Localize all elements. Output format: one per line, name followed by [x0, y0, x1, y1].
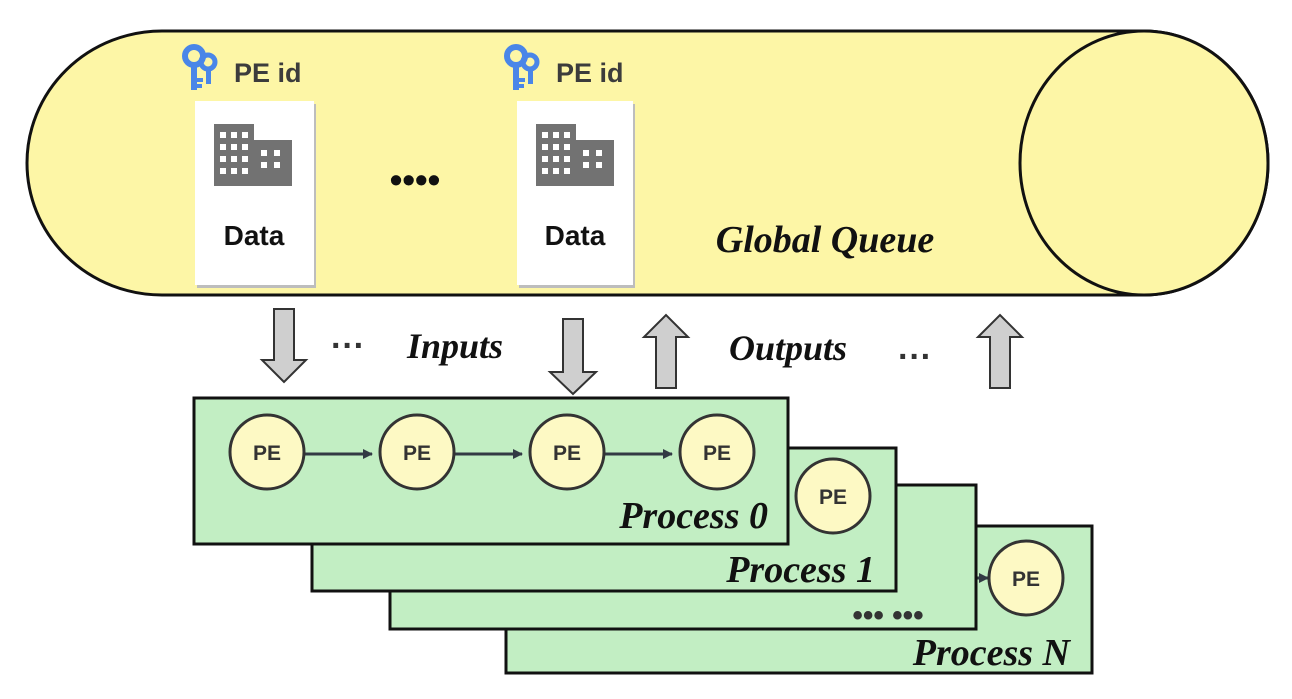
building-icon: [536, 124, 614, 186]
pe-label: PE: [553, 442, 581, 465]
pe-node: PE: [678, 413, 756, 491]
pe-label: PE: [703, 442, 731, 465]
output-arrow: [641, 313, 691, 389]
pe-label: PE: [1012, 568, 1040, 591]
inputs-ellipsis: ···: [331, 327, 365, 365]
pe-id-label: PE id: [556, 58, 624, 88]
global-queue: PE id Data ••••: [25, 29, 1270, 297]
pe-node: PE: [794, 457, 872, 535]
data-label: Data: [224, 220, 285, 251]
pe-label: PE: [403, 442, 431, 465]
queue-ellipsis: ••••: [390, 159, 440, 200]
pe-node: PE: [378, 413, 456, 491]
input-arrow: [547, 318, 599, 396]
pe-node: PE: [987, 539, 1065, 617]
pe-label: PE: [819, 486, 847, 509]
pe-label: PE: [253, 442, 281, 465]
data-label: Data: [545, 220, 606, 251]
outputs-ellipsis: ···: [898, 338, 932, 376]
outputs-label: Outputs: [729, 328, 847, 368]
output-arrow: [975, 313, 1025, 389]
process-card-0: PE PE PE PE Process 0: [192, 396, 790, 546]
process-label: Process 0: [618, 495, 768, 537]
data-card: [195, 101, 314, 285]
queue-end-cap: [1018, 29, 1270, 297]
flow-arrows: ··· Inputs Outputs ···: [259, 308, 1025, 396]
input-arrow: [259, 308, 309, 384]
process-label: Process 1: [725, 549, 875, 591]
process-ellipsis: ••• •••: [852, 599, 923, 632]
queue-title: Global Queue: [716, 219, 935, 261]
building-icon: [214, 124, 292, 186]
process-label: Process N: [912, 632, 1072, 674]
pe-node: PE: [528, 413, 606, 491]
key-icon: [504, 44, 540, 90]
pe-node: PE: [228, 413, 306, 491]
inputs-label: Inputs: [406, 326, 503, 366]
pe-id-label: PE id: [234, 58, 302, 88]
key-icon: [182, 44, 218, 90]
queue-item: PE id Data: [504, 44, 635, 288]
queue-item: PE id Data: [182, 44, 316, 288]
